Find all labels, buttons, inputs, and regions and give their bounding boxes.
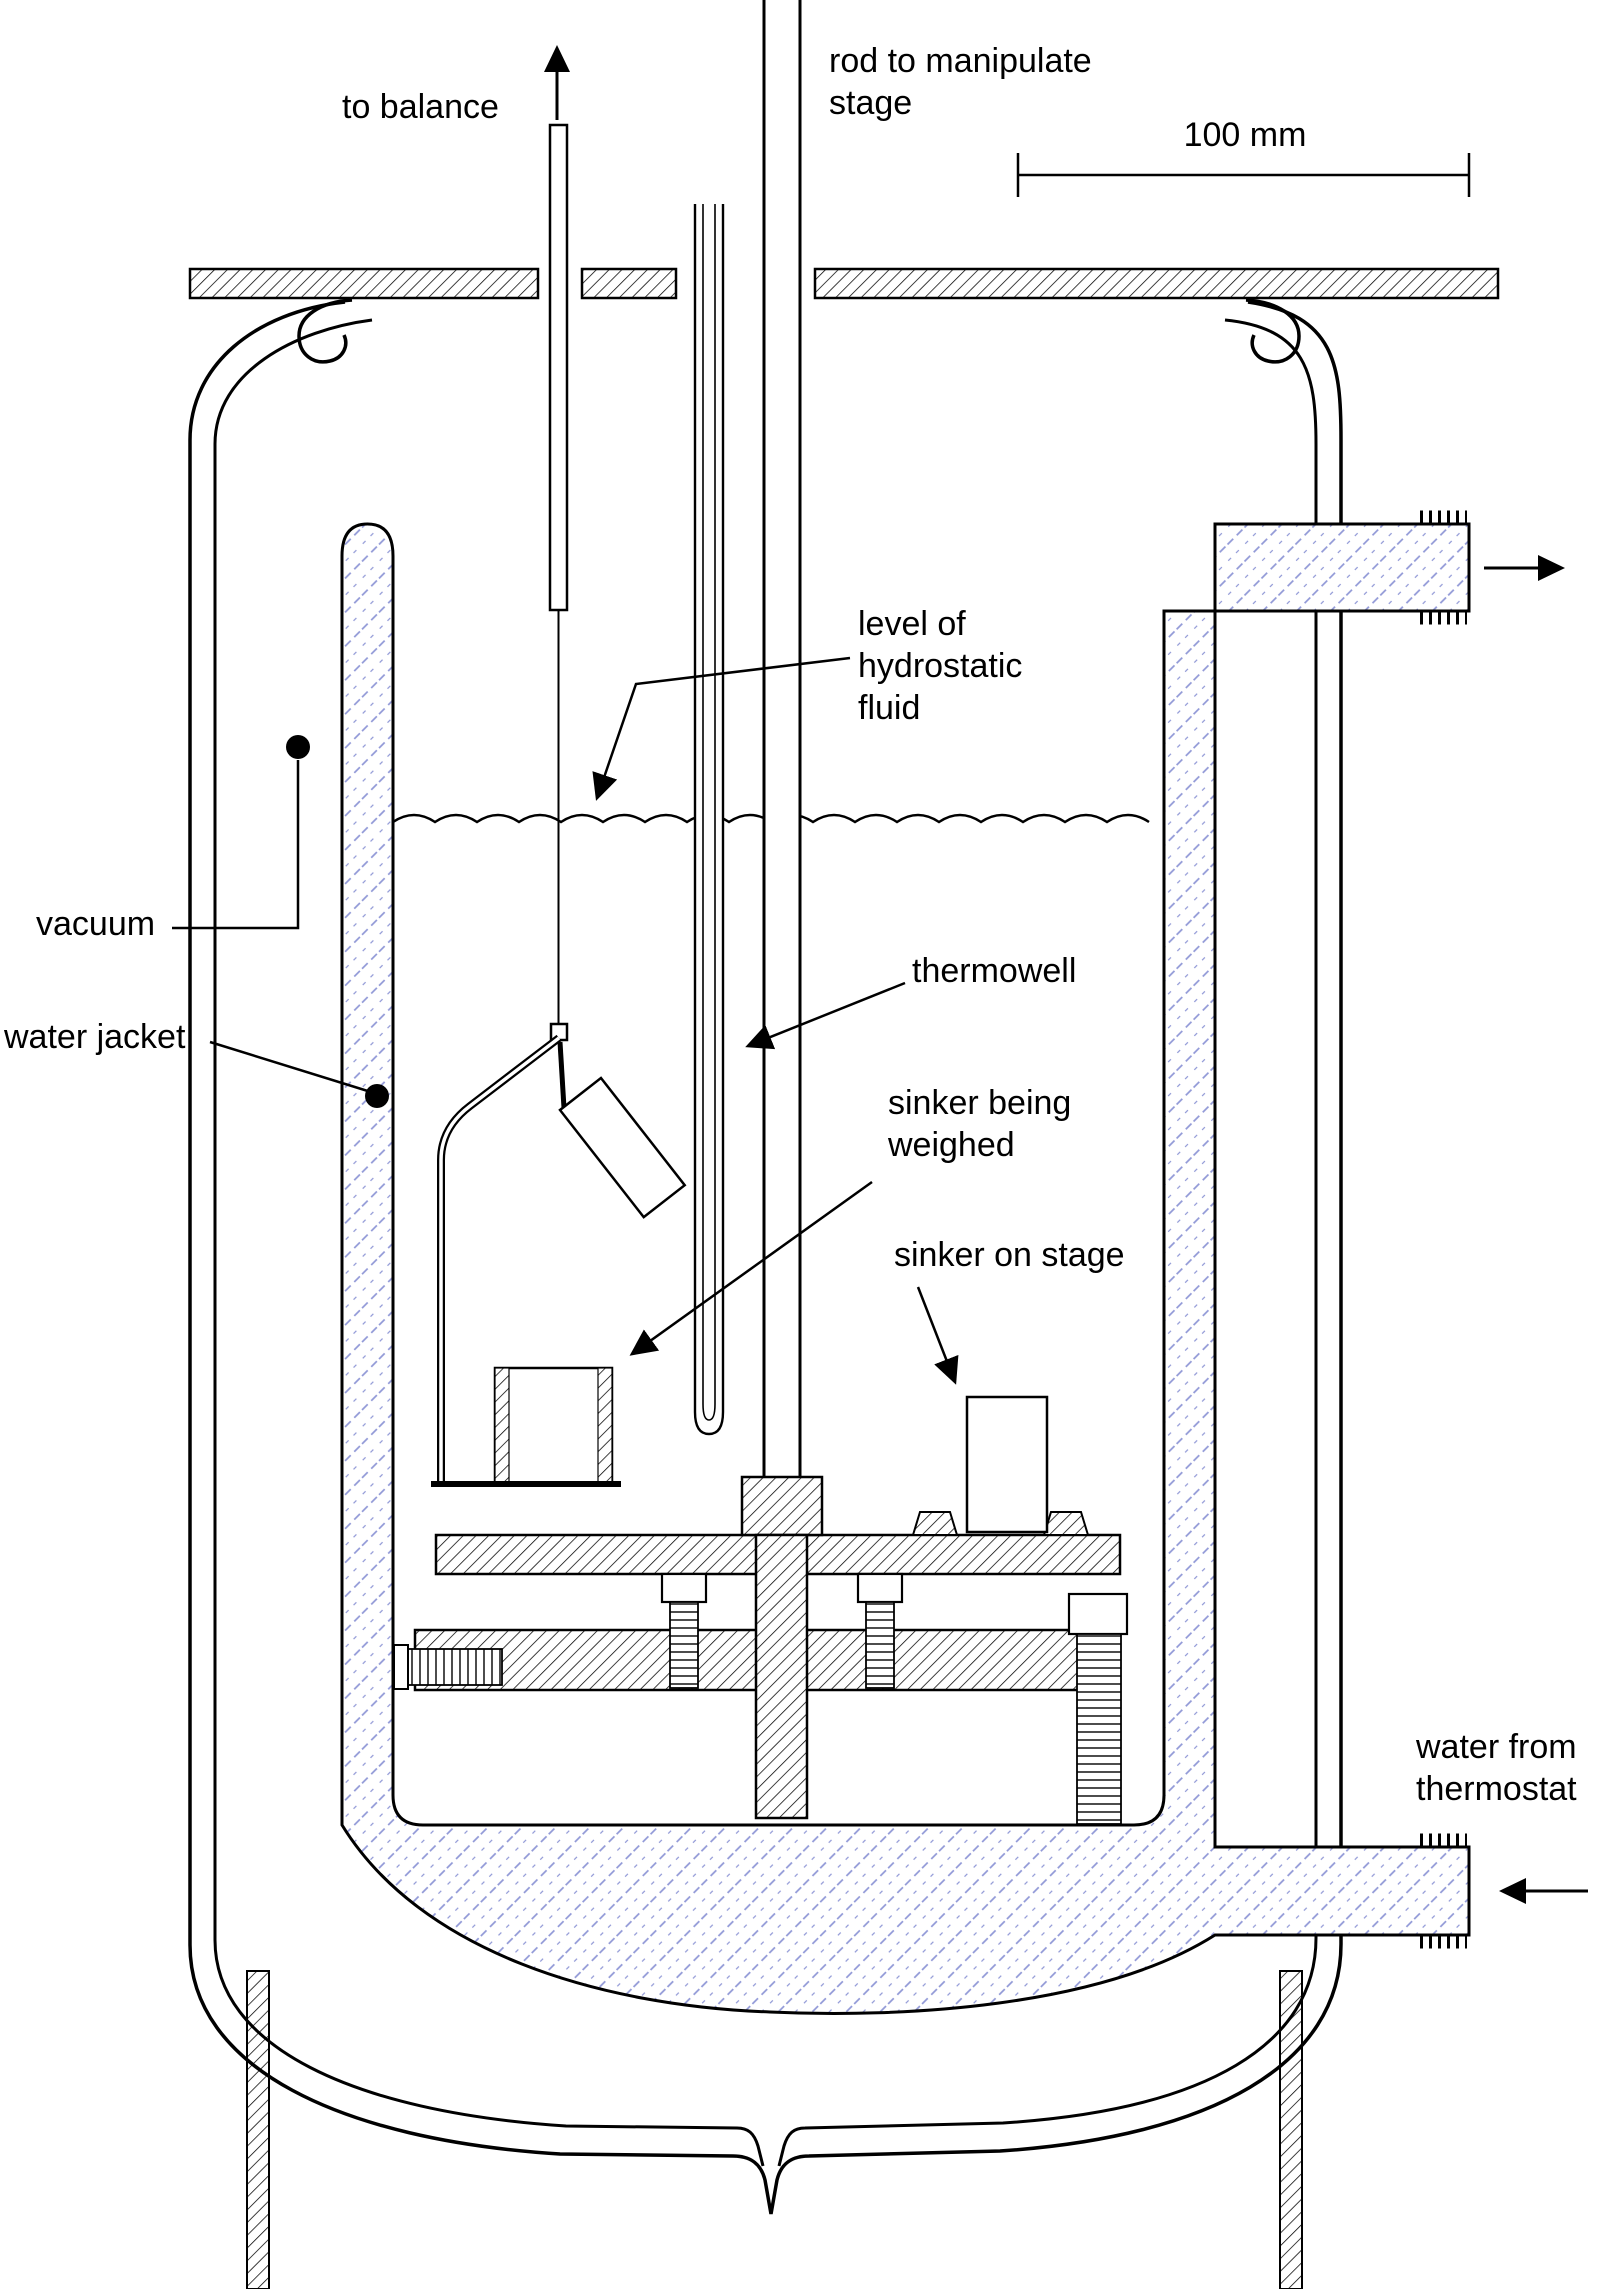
fluid-level-leader <box>592 656 851 801</box>
hanger-assembly <box>431 1034 687 1487</box>
label-scale-100mm: 100 mm <box>1183 116 1307 154</box>
water-jacket-dot <box>365 1084 389 1108</box>
thermowell-tube <box>693 204 725 1436</box>
label-rod-to-manipulate-stage: rod to manipulate stage <box>829 42 1092 123</box>
label-to-balance: to balance <box>342 88 499 126</box>
label-water-jacket: water jacket <box>4 1018 186 1056</box>
sinker-weighed-leader <box>629 1180 873 1356</box>
label-vacuum: vacuum <box>36 905 156 943</box>
vacuum-dot <box>286 735 310 759</box>
water-jacket-leader <box>209 1040 372 1094</box>
water-jacket-body <box>340 510 1471 2015</box>
outer-vessel <box>188 298 1343 2215</box>
rim-curl-left <box>297 298 353 364</box>
label-sinker-on-stage: sinker on stage <box>894 1236 1125 1274</box>
vacuum-leader <box>172 760 300 930</box>
rim-curl-right <box>1245 298 1301 364</box>
label-water-from-thermostat: water from thermostat <box>1416 1728 1577 1809</box>
manipulation-rod <box>762 0 802 1500</box>
balance-rod <box>548 123 569 612</box>
label-sinker-being-weighed: sinker being weighed <box>888 1084 1072 1165</box>
sinker-on-stage <box>965 1395 1049 1534</box>
label-thermowell: thermowell <box>912 952 1077 990</box>
leader-lines <box>172 656 959 1385</box>
sinker-being-weighed <box>493 1366 614 1485</box>
stage-assembly <box>393 1395 1129 1825</box>
thermowell-leader <box>745 981 906 1050</box>
sinker-stage-leader <box>916 1286 959 1385</box>
label-level-of-hydrostatic-fluid: level of hydrostatic fluid <box>858 605 1023 728</box>
top-flange <box>188 267 1500 300</box>
scale-bar <box>1016 153 1471 197</box>
hanger-counterweight <box>558 1076 687 1219</box>
balance-suspension <box>544 45 570 1042</box>
